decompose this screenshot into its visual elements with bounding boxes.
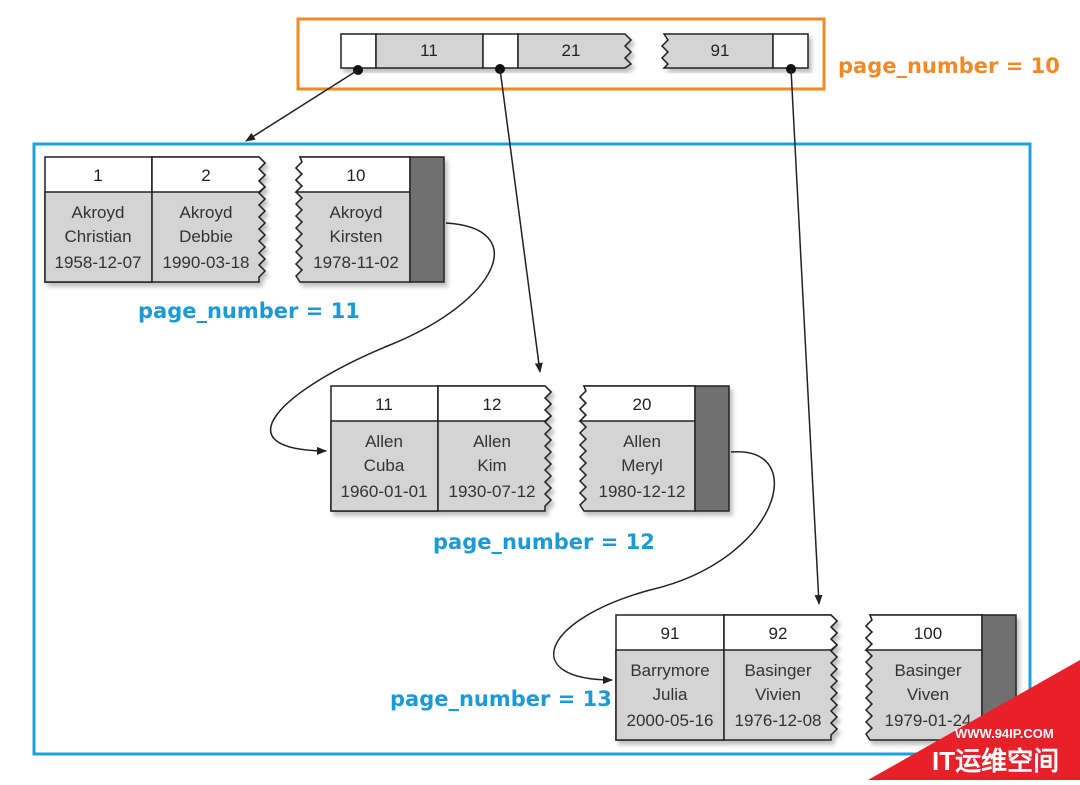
- record-id: 100: [914, 624, 942, 643]
- record-body: [330, 420, 439, 512]
- next-page-pointer: [694, 385, 730, 512]
- leaf-page-12: 11 Allen Cuba 1960-01-01 12 Allen Kim 19…: [330, 385, 730, 512]
- watermark-red-corner: [868, 660, 1080, 780]
- record-id: 91: [661, 624, 680, 643]
- watermark-url: WWW.94IP.COM: [955, 726, 1054, 741]
- record-line: 1930-07-12: [449, 482, 536, 501]
- record-line: 1979-01-24: [885, 711, 972, 730]
- record-line: Kim: [477, 456, 506, 475]
- record-body: [615, 649, 725, 741]
- record-line: Meryl: [621, 456, 663, 475]
- root-key-1: 11: [420, 41, 438, 60]
- record-line: Akroyd: [72, 203, 125, 222]
- record-line: 1990-03-18: [163, 253, 250, 272]
- pointer-arrow-to-page-13: [790, 68, 823, 605]
- pointer-arrow-to-page-12: [499, 68, 543, 373]
- watermark: WWW.94IP.COM IT运维空间: [868, 660, 1080, 780]
- leaf-link-12-to-13: [553, 451, 776, 684]
- root-page-label: page_number = 10: [838, 54, 1060, 78]
- record-id: 2: [201, 166, 210, 185]
- record-line: Akroyd: [330, 203, 383, 222]
- record-line: Julia: [653, 685, 689, 704]
- record-line: Allen: [365, 432, 403, 451]
- record-line: Akroyd: [180, 203, 233, 222]
- root-key-2: 21: [562, 41, 581, 60]
- next-page-pointer: [409, 156, 445, 283]
- record-line: 1976-12-08: [735, 711, 822, 730]
- record-line: Allen: [623, 432, 661, 451]
- record-line: 1980-12-12: [599, 482, 686, 501]
- root-node: 11 21 91: [340, 33, 809, 69]
- leaf-pages-frame: [32, 142, 1032, 756]
- record-line: Kirsten: [330, 227, 383, 246]
- root-pointer-slot-1: [340, 33, 377, 69]
- record-body: [44, 191, 153, 283]
- watermark-brand: IT运维空间: [932, 746, 1059, 776]
- record-id: 92: [769, 624, 788, 643]
- leaf-link-11-to-12: [270, 222, 495, 455]
- record-line: Vivien: [755, 685, 801, 704]
- record-line: Basinger: [744, 661, 811, 680]
- leaf-page-13-label: page_number = 13: [390, 687, 612, 711]
- record-line: Barrymore: [630, 661, 709, 680]
- record-id: 1: [93, 166, 102, 185]
- record-line: Basinger: [894, 661, 961, 680]
- pointer-arrow-to-page-11: [245, 69, 359, 142]
- root-pointer-slot-2: [482, 33, 519, 69]
- leaf-page-13: 91 Barrymore Julia 2000-05-16 92 Basinge…: [615, 614, 1017, 741]
- root-pointer-slot-3: [772, 33, 809, 69]
- root-pointers: [245, 64, 823, 605]
- record-line: Christian: [64, 227, 131, 246]
- record-id: 20: [633, 395, 652, 414]
- record-line: Debbie: [179, 227, 233, 246]
- record-id: 11: [375, 395, 393, 414]
- leaf-page-12-label: page_number = 12: [433, 530, 655, 554]
- root-key-cell-2: [517, 33, 633, 69]
- record-line: 2000-05-16: [627, 711, 714, 730]
- record-line: 1958-12-07: [55, 253, 142, 272]
- record-line: Cuba: [364, 456, 405, 475]
- leaf-page-11: 1 Akroyd Christian 1958-12-07 2 Akroyd D…: [44, 156, 445, 283]
- record-id: 10: [347, 166, 366, 185]
- record-line: 1960-01-01: [341, 482, 428, 501]
- record-id: 12: [483, 395, 502, 414]
- record-line: Allen: [473, 432, 511, 451]
- leaf-page-11-label: page_number = 11: [138, 299, 360, 323]
- record-line: Viven: [907, 685, 949, 704]
- record-line: 1978-11-02: [313, 253, 399, 272]
- root-page-frame: [296, 17, 826, 91]
- root-key-3: 91: [711, 41, 730, 60]
